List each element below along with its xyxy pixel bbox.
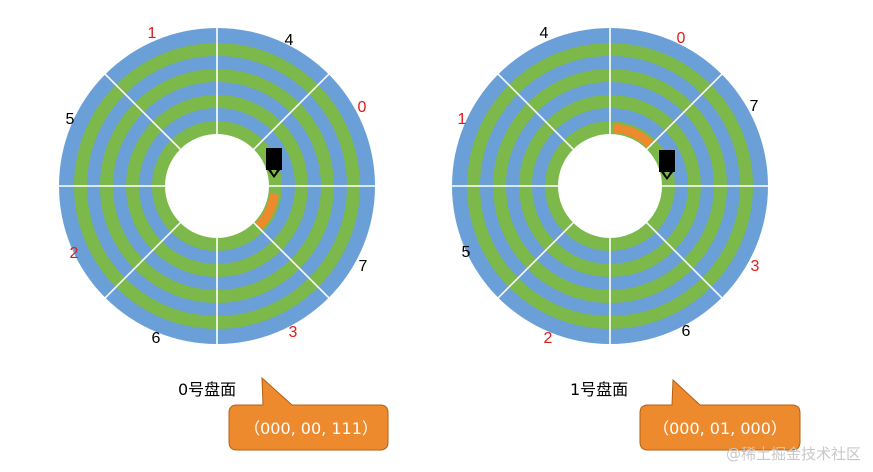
sector-divider	[253, 222, 330, 299]
read-write-head-marker	[664, 172, 670, 177]
platter-1-sector-label: 5	[462, 244, 471, 261]
sector-divider	[497, 73, 574, 150]
platter-0-sector-label: 1	[148, 25, 157, 42]
platter-1-sector-label: 3	[751, 258, 760, 275]
highlighted-sector	[613, 123, 654, 148]
spindle-hole	[165, 134, 269, 238]
platter-1-sector-label: 6	[682, 323, 691, 340]
read-write-head	[659, 150, 675, 172]
platter-1-sector-label: 4	[540, 25, 549, 42]
platter-0-sector-label: 4	[285, 32, 294, 49]
platter-0-caption: 0号盘面	[178, 380, 237, 399]
platter-0-sector-label: 0	[358, 99, 367, 116]
sector-divider	[253, 73, 330, 150]
spindle-hole	[558, 134, 662, 238]
sector-divider	[646, 222, 723, 299]
platter-0-sector-label: 5	[66, 111, 75, 128]
platter-1-sector-label: 1	[458, 111, 467, 128]
read-write-head-marker	[271, 170, 277, 175]
read-write-head	[266, 148, 282, 170]
platter-1-sector-labels: 4 0 1 7 5 3 2 6	[458, 25, 760, 347]
platter-1-address-callout	[639, 378, 801, 451]
sector-divider	[104, 73, 181, 150]
platter-1-sector-label: 7	[750, 98, 759, 115]
platter-0-address-callout	[228, 376, 389, 451]
platter-1	[451, 27, 769, 345]
platter-1-sector-label: 2	[544, 330, 553, 347]
platter-0-sector-label: 2	[70, 245, 79, 262]
platter-0-sector-label: 6	[152, 330, 161, 347]
platter-0-sector-label: 3	[289, 324, 298, 341]
platter-0-address: （000, 00, 111）	[244, 419, 378, 438]
platter-1-sector-label: 0	[677, 30, 686, 47]
watermark: @稀土掘金技术社区	[725, 445, 861, 463]
platter-1-address: （000, 01, 000）	[653, 419, 787, 438]
highlighted-sector	[255, 193, 279, 230]
platter-0-sector-label: 7	[359, 258, 368, 275]
sector-divider	[646, 73, 723, 150]
platter-1-caption: 1号盘面	[570, 380, 629, 399]
platter-0	[58, 27, 376, 345]
sector-divider	[497, 222, 574, 299]
platter-0-sector-labels: 1 4 0 5 7 2 6 3	[66, 25, 368, 347]
sector-divider	[104, 222, 181, 299]
